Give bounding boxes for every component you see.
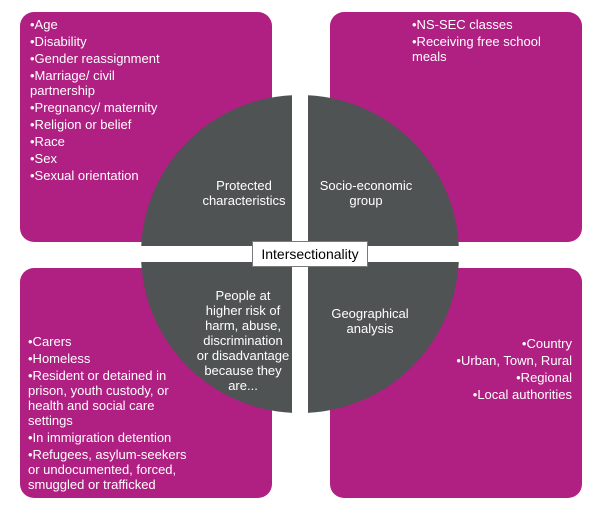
center-label: Intersectionality <box>252 241 368 267</box>
list-item: •Sexual orientation <box>30 168 139 183</box>
list-item: •In immigration detention <box>28 430 172 445</box>
wedge-label-protected-characteristics: Protected characteristics <box>202 178 286 208</box>
quadrant-top-left-list: •Age •Disability •Gender reassignment •M… <box>30 17 180 185</box>
list-item: •Age <box>30 17 58 32</box>
list-item: •Regional <box>516 370 572 385</box>
list-item: •Refugees, asylum-seekers or undocumente… <box>28 447 187 492</box>
quadrant-bottom-right-list: •Country •Urban, Town, Rural •Regional •… <box>430 336 572 404</box>
list-item: •Marriage/ civil partnership <box>30 68 115 98</box>
list-item: •Country <box>521 336 572 351</box>
list-item: •Carers <box>28 334 72 349</box>
quadrant-bottom-left-list: •Carers •Homeless •Resident or detained … <box>28 334 188 494</box>
list-item: •Sex <box>30 151 57 166</box>
quadrant-top-right-list: •NS-SEC classes •Receiving free school m… <box>412 17 572 66</box>
list-item: •Pregnancy/ maternity <box>30 100 158 115</box>
wedge-top-right <box>300 95 459 254</box>
list-item: •Religion or belief <box>30 117 132 132</box>
list-item: •Receiving free school meals <box>412 34 541 64</box>
list-item: •Disability <box>30 34 87 49</box>
wedge-bottom-left <box>141 254 300 413</box>
wedge-top-left <box>141 95 300 254</box>
wedge-bottom-right <box>300 254 459 413</box>
wedge-label-higher-risk: People at higher risk of harm, abuse, di… <box>196 288 290 393</box>
wedge-label-socio-economic-group: Socio-economic group <box>319 178 413 208</box>
list-item: •Gender reassignment <box>30 51 160 66</box>
list-item: •NS-SEC classes <box>412 17 513 32</box>
list-item: •Race <box>30 134 65 149</box>
list-item: •Resident or detained in prison, youth c… <box>28 368 169 428</box>
list-item: •Homeless <box>28 351 91 366</box>
list-item: •Local authorities <box>472 387 572 402</box>
wedge-label-geographical-analysis: Geographical analysis <box>331 306 409 336</box>
list-item: •Urban, Town, Rural <box>456 353 572 368</box>
